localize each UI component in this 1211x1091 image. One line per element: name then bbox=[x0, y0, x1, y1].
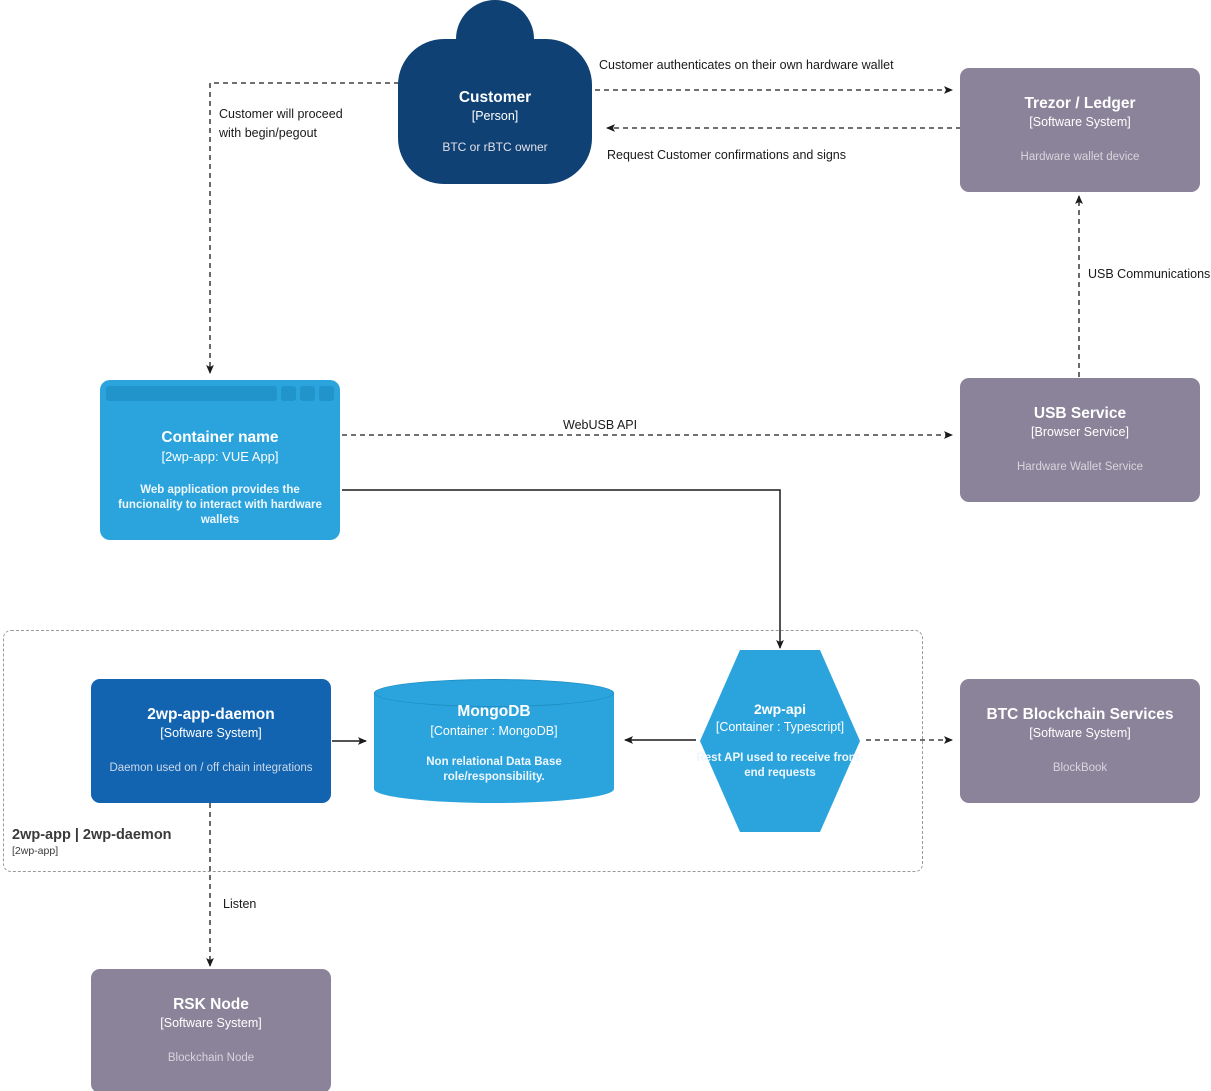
node-2wp-app-daemon-type: [Software System] bbox=[160, 726, 262, 741]
node-web-app-title: Container name bbox=[161, 429, 279, 446]
node-2wp-api-text: 2wp-api [Container : Typescript] Rest AP… bbox=[685, 650, 875, 832]
edge-label-daemon-to-rsk: Listen bbox=[223, 897, 257, 911]
edge-label-customer-to-trezor: Customer authenticates on their own hard… bbox=[599, 58, 894, 72]
node-2wp-api-type: [Container : Typescript] bbox=[715, 719, 845, 734]
boundary-type: [2wp-app] bbox=[12, 845, 59, 858]
edge-label-trezor-to-customer: Request Customer confirmations and signs bbox=[607, 148, 847, 162]
hexagon-shape bbox=[700, 650, 860, 832]
node-rsk-node[interactable]: RSK Node [Software System] Blockchain No… bbox=[91, 969, 331, 1091]
cylinder-body bbox=[374, 693, 614, 789]
node-mongodb-type: [Container : MongoDB] bbox=[430, 723, 558, 738]
node-trezor-ledger-type: [Software System] bbox=[1029, 115, 1131, 130]
edge-label-usb-to-trezor: USB Communications bbox=[1088, 267, 1211, 281]
node-mongodb-text: MongoDB [Container : MongoDB] Non relati… bbox=[374, 679, 614, 803]
node-customer-type: [Person] bbox=[471, 109, 519, 124]
node-rsk-node-type: [Software System] bbox=[160, 1016, 262, 1031]
node-usb-service-description: Hardware Wallet Service bbox=[1016, 461, 1144, 474]
boundary-label: 2wp-app | 2wp-daemon [2wp-app] bbox=[12, 826, 172, 859]
edge-webapp-to-api bbox=[342, 489, 784, 649]
cylinder-bottom bbox=[374, 775, 614, 803]
node-rsk-node-title: RSK Node bbox=[173, 995, 249, 1013]
node-rsk-node-description: Blockchain Node bbox=[167, 1052, 255, 1065]
node-2wp-app-daemon[interactable]: 2wp-app-daemon [Software System] Daemon … bbox=[91, 679, 331, 803]
edge-label-webapp-to-usb: WebUSB API bbox=[563, 418, 638, 432]
node-web-app[interactable]: Container name [2wp-app: VUE App] Web ap… bbox=[100, 380, 340, 540]
node-usb-service-title: USB Service bbox=[1033, 404, 1127, 422]
node-mongodb[interactable]: MongoDB [Container : MongoDB] Non relati… bbox=[374, 679, 614, 803]
node-trezor-ledger-title: Trezor / Ledger bbox=[1024, 94, 1136, 112]
node-btc-blockchain-services[interactable]: BTC Blockchain Services [Software System… bbox=[960, 679, 1200, 803]
node-web-app-description: Web application provides the funcionalit… bbox=[118, 483, 322, 526]
node-usb-service-type: [Browser Service] bbox=[1031, 425, 1129, 440]
node-trezor-ledger[interactable]: Trezor / Ledger [Software System] Hardwa… bbox=[960, 68, 1200, 192]
node-2wp-api[interactable]: 2wp-api [Container : Typescript] Rest AP… bbox=[696, 650, 864, 832]
browser-url-bar[interactable] bbox=[106, 386, 277, 401]
node-btc-blockchain-services-title: BTC Blockchain Services bbox=[986, 705, 1174, 723]
edge-label-customer-to-webapp: Customer will proceed with begin/pegout bbox=[219, 107, 343, 141]
boundary-2wp-app bbox=[3, 630, 923, 872]
node-2wp-app-daemon-title: 2wp-app-daemon bbox=[147, 705, 275, 723]
cylinder-top bbox=[374, 679, 614, 707]
browser-close-icon[interactable] bbox=[319, 386, 334, 401]
browser-maximize-icon[interactable] bbox=[300, 386, 315, 401]
node-btc-blockchain-services-description: BlockBook bbox=[1052, 762, 1108, 775]
node-customer[interactable]: Customer [Person] BTC or rBTC owner bbox=[398, 0, 592, 184]
browser-title-bar bbox=[106, 386, 334, 401]
node-mongodb-description: Non relational Data Base role/responsibi… bbox=[426, 755, 562, 783]
browser-content: Container name [2wp-app: VUE App] Web ap… bbox=[106, 405, 334, 534]
node-2wp-api-title: 2wp-api bbox=[753, 701, 807, 718]
boundary-name: 2wp-app | 2wp-daemon bbox=[12, 827, 172, 843]
node-web-app-type: [2wp-app: VUE App] bbox=[161, 449, 279, 465]
node-2wp-api-description: Rest API used to receive front-end reque… bbox=[696, 751, 864, 779]
node-trezor-ledger-description: Hardware wallet device bbox=[1020, 151, 1140, 164]
node-2wp-app-daemon-description: Daemon used on / off chain integrations bbox=[109, 762, 313, 775]
node-mongodb-title: MongoDB bbox=[457, 703, 531, 721]
node-customer-title: Customer bbox=[458, 89, 532, 107]
node-usb-service[interactable]: USB Service [Browser Service] Hardware W… bbox=[960, 378, 1200, 502]
cylinder-shape bbox=[374, 679, 614, 803]
person-body: Customer [Person] BTC or rBTC owner bbox=[398, 39, 592, 184]
node-customer-description: BTC or rBTC owner bbox=[442, 140, 548, 155]
browser-minimize-icon[interactable] bbox=[281, 386, 296, 401]
node-btc-blockchain-services-type: [Software System] bbox=[1029, 726, 1131, 741]
